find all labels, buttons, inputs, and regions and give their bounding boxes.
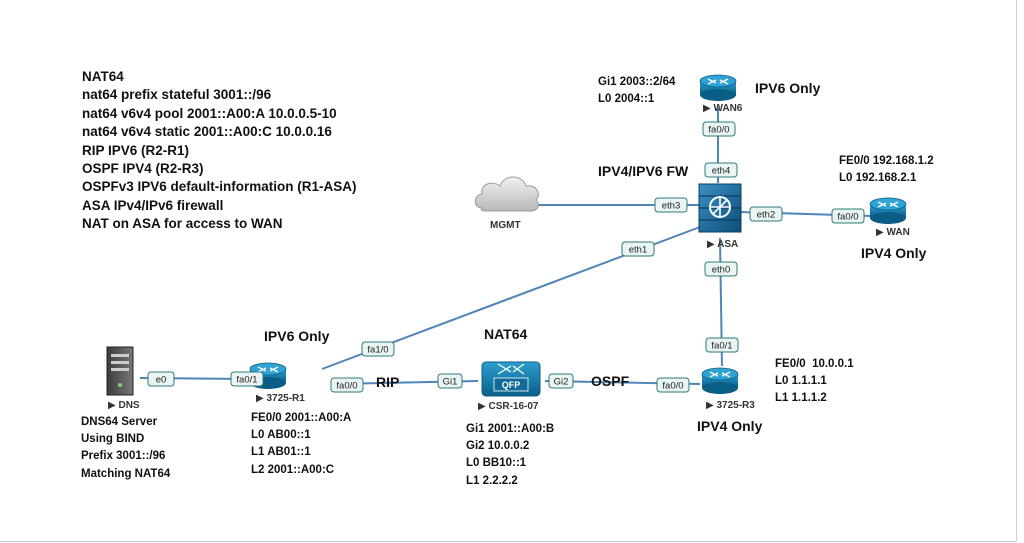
svg-text:fa0/0: fa0/0: [662, 381, 683, 392]
rip-link-label: RIP: [376, 374, 400, 390]
dns-info-line: DNS64 Server: [81, 416, 158, 428]
svg-text:fa1/0: fa1/0: [367, 345, 388, 356]
note-line: nat64 v6v4 static 2001::A00:C 10.0.0.16: [82, 124, 332, 140]
wan-info-line: L0 192.168.2.1: [839, 172, 917, 185]
r1-info-line: L1 AB01::1: [251, 446, 311, 459]
iface-wan6-fa00: fa0/0: [702, 121, 736, 137]
svg-text:eth1: eth1: [629, 245, 648, 256]
svg-text:eth2: eth2: [757, 210, 776, 221]
iface-r1-fa10: fa1/0: [361, 341, 395, 357]
r1-info-line: FE0/0 2001::A00:A: [251, 412, 352, 424]
r1-node-label: ▶ 3725-R1: [256, 393, 305, 404]
iface-r1-fa01: fa0/1: [230, 371, 264, 387]
wan6-info: Gi1 2003::2/64 L0 2004::1: [598, 74, 675, 108]
wan-node-label: ▶ WAN: [876, 227, 910, 238]
iface-csr-gi2: Gi2: [548, 373, 574, 389]
router-icon: QFP: [481, 361, 541, 397]
csr-info-line: Gi1 2001::A00:B: [466, 423, 555, 435]
svg-text:eth4: eth4: [712, 166, 731, 177]
dns-info-line: Prefix 3001::/96: [81, 450, 166, 463]
iface-asa-eth0: eth0: [704, 261, 738, 277]
config-notes: NAT64 nat64 prefix stateful 3001::/96 na…: [82, 68, 357, 234]
r3-title: IPV4 Only: [697, 418, 763, 434]
note-line: RIP IPV6 (R2-R1): [82, 142, 190, 158]
r3-info-line: L0 1.1.1.1: [775, 375, 827, 388]
r3-info-line: L1 1.1.1.2: [775, 392, 827, 405]
svg-text:fa0/1: fa0/1: [711, 341, 732, 352]
iface-asa-eth2: eth2: [749, 206, 783, 222]
iface-r3-fa00: fa0/0: [656, 377, 690, 393]
iface-dns-e0: e0: [147, 371, 175, 387]
iface-asa-eth1: eth1: [621, 241, 655, 257]
svg-text:fa0/0: fa0/0: [336, 381, 357, 392]
r1-info-line: L0 AB00::1: [251, 429, 311, 442]
note-line: OSPFv3 IPV6 default-information (R1-ASA): [82, 179, 357, 195]
csr-info-line: L1 2.2.2.2: [466, 474, 518, 487]
firewall-icon: [698, 183, 742, 233]
note-line: nat64 prefix stateful 3001::/96: [82, 87, 272, 103]
iface-asa-eth3: eth3: [654, 197, 688, 213]
asa-title: IPV4/IPV6 FW: [598, 163, 689, 179]
dns-node-label: ▶ DNS: [108, 400, 140, 411]
r1-info-line: L2 2001::A00:C: [251, 463, 335, 476]
interface-labels: e0 fa0/1 fa0/0 fa1/0 Gi1 Gi2: [147, 121, 865, 393]
asa-node-label: ▶ ASA: [707, 239, 738, 250]
csr-title: NAT64: [484, 326, 528, 342]
wan-info-line: FE0/0 192.168.1.2: [839, 155, 934, 167]
iface-csr-gi1: Gi1: [437, 373, 463, 389]
svg-text:Gi1: Gi1: [443, 377, 458, 388]
svg-text:fa0/0: fa0/0: [837, 212, 858, 223]
note-line: OSPF IPV4 (R2-R3): [82, 160, 204, 176]
mgmt-label: MGMT: [490, 220, 521, 231]
cloud-icon: [474, 176, 539, 212]
csr-info-line: Gi2 10.0.0.2: [466, 440, 530, 453]
wan6-info-line: L0 2004::1: [598, 93, 655, 106]
router-icon: [699, 74, 737, 101]
server-icon: [106, 346, 134, 396]
note-line: nat64 v6v4 pool 2001::A00:A 10.0.0.5-10: [82, 105, 337, 121]
svg-text:e0: e0: [156, 375, 167, 386]
router-icon: [869, 197, 907, 224]
router-icon: [701, 367, 739, 394]
iface-r1-fa00: fa0/0: [330, 377, 364, 393]
csr-info-line: L0 BB10::1: [466, 457, 527, 470]
wan-title: IPV4 Only: [861, 245, 927, 261]
iface-wan-fa00: fa0/0: [831, 208, 865, 224]
ospf-link-label: OSPF: [591, 373, 630, 389]
note-line: ASA IPv4/IPv6 firewall: [82, 197, 224, 213]
iface-r3-fa01: fa0/1: [705, 337, 739, 353]
dns-info-line: Matching NAT64: [81, 467, 171, 480]
iface-asa-eth4: eth4: [704, 162, 738, 178]
r1-info: FE0/0 2001::A00:A L0 AB00::1 L1 AB01::1 …: [251, 410, 351, 479]
dns-info: DNS64 Server Using BIND Prefix 3001::/96…: [81, 414, 170, 483]
wan6-node-label: ▶ WAN6: [703, 103, 743, 114]
svg-text:eth0: eth0: [712, 265, 731, 276]
qfp-badge: QFP: [502, 380, 521, 390]
r3-node-label: ▶ 3725-R3: [706, 400, 755, 411]
note-line: NAT64: [82, 69, 124, 84]
r3-info-line: FE0/0 10.0.0.1: [775, 358, 854, 370]
csr-node-label: ▶ CSR-16-07: [478, 401, 539, 412]
svg-text:eth3: eth3: [662, 201, 681, 212]
wan6-title: IPV6 Only: [755, 80, 821, 96]
wan6-info-line: Gi1 2003::2/64: [598, 76, 676, 88]
svg-text:fa0/0: fa0/0: [708, 125, 729, 136]
r1-title: IPV6 Only: [264, 328, 330, 344]
svg-text:Gi2: Gi2: [554, 377, 569, 388]
note-line: NAT on ASA for access to WAN: [82, 216, 283, 232]
dns-info-line: Using BIND: [81, 433, 145, 446]
svg-text:fa0/1: fa0/1: [236, 375, 257, 386]
wan-info: FE0/0 192.168.1.2 L0 192.168.2.1: [839, 153, 934, 187]
csr-info: Gi1 2001::A00:B Gi2 10.0.0.2 L0 BB10::1 …: [466, 421, 554, 490]
r3-info: FE0/0 10.0.0.1 L0 1.1.1.1 L1 1.1.1.2: [775, 356, 854, 408]
